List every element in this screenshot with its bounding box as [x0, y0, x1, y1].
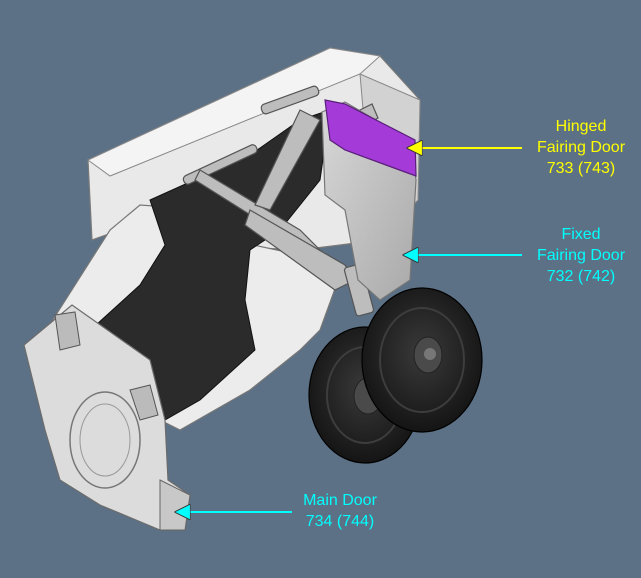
main-gear-wheels [308, 287, 483, 464]
hinged-label-line3: 733 (743) [546, 160, 616, 177]
fixed-label-line1: Fixed [561, 226, 601, 243]
hinged-fairing-door-label: Hinged Fairing Door 733 (743) [525, 116, 637, 179]
main-door [23, 304, 191, 531]
hinged-label-line2: Fairing Door [536, 139, 626, 156]
main-door-label: Main Door 734 (744) [284, 490, 396, 532]
hinged-label-line1: Hinged [555, 118, 607, 135]
fixed-label-line3: 732 (742) [546, 268, 616, 285]
hinged-fairing-door [324, 99, 417, 177]
main-label-line2: 734 (744) [305, 513, 375, 530]
fixed-fairing-door-label: Fixed Fairing Door 732 (742) [525, 224, 637, 287]
main-label-line1: Main Door [303, 492, 377, 509]
fixed-label-line2: Fairing Door [536, 247, 626, 264]
gear-linkage [182, 85, 379, 317]
